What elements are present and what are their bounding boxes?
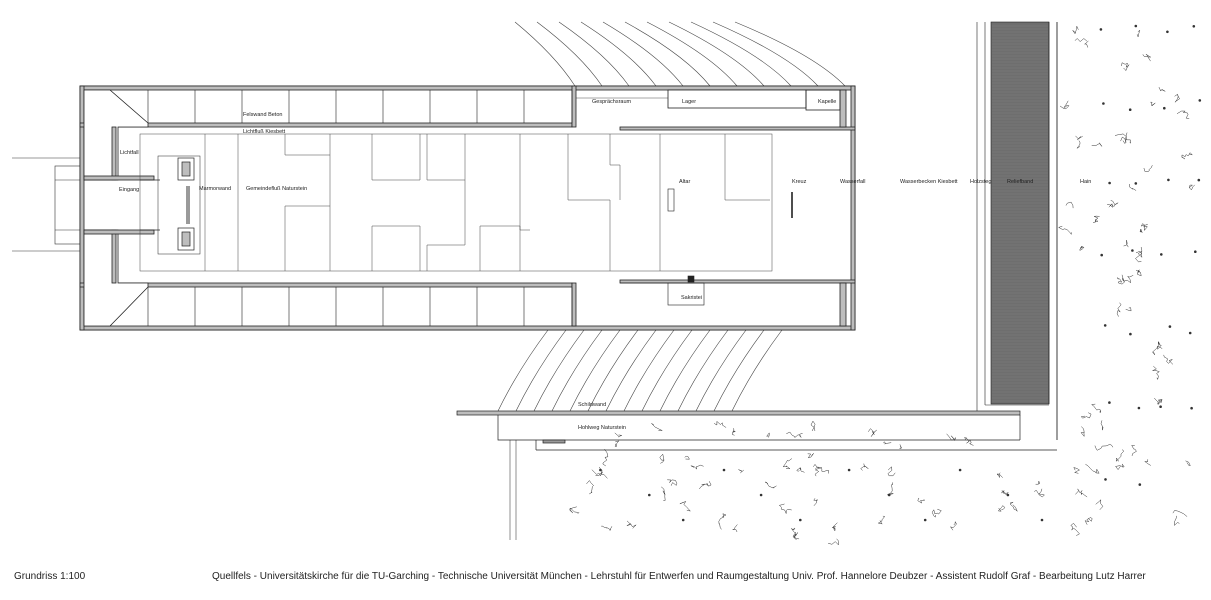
seating-arcs-bottom <box>497 329 783 412</box>
schildwand-hohlweg <box>456 22 1058 540</box>
label-kapelle: Kapelle <box>818 99 836 105</box>
label-gespraechsraum: Gesprächsraum <box>592 99 632 105</box>
footer-credits: Quellfels - Universitätskirche für die T… <box>212 571 1146 582</box>
label-eingang: Eingang <box>119 187 139 193</box>
wall-cells-top <box>147 90 573 123</box>
seating-arcs-top <box>514 21 846 87</box>
label-hain: Hain <box>1080 179 1091 185</box>
water-and-relief <box>976 21 1058 440</box>
landscape-hain-shrubs <box>569 24 1202 546</box>
label-lichtfall: Lichtfall <box>120 150 139 156</box>
label-reliefband: Reliefband <box>1007 179 1033 185</box>
label-marmorwand: Marmorwand <box>199 186 231 192</box>
nave-walls <box>79 85 856 331</box>
nave-floor <box>139 133 773 272</box>
label-lichtfluss: Lichtfluß Kiesbett <box>243 129 286 135</box>
label-hohlweg: Hohlweg Naturstein <box>578 425 626 431</box>
rooms-upper <box>576 89 841 111</box>
entrance-approach <box>12 157 82 252</box>
label-holzsteg: Holzsteg <box>970 179 991 185</box>
label-wasserfall: Wasserfall <box>840 179 865 185</box>
entrance-details <box>140 155 201 255</box>
label-altar: Altar <box>679 179 690 185</box>
label-gemeindefluss: Gemeindefluß Naturstein <box>246 186 307 192</box>
label-schildwand: Schildwand <box>578 402 606 408</box>
altar-and-cross <box>667 188 793 218</box>
footer: Grundriss 1:100 Quellfels - Universitäts… <box>0 571 1211 587</box>
rooms-lower <box>620 275 705 306</box>
label-sakristei: Sakristei <box>681 295 702 301</box>
label-kreuz: Kreuz <box>792 179 807 185</box>
wall-cells-bottom <box>147 287 573 326</box>
label-lager: Lager <box>682 99 696 105</box>
label-wasserbecken: Wasserbecken Kiesbett <box>900 179 958 185</box>
footer-scale-title: Grundriss 1:100 <box>14 571 86 582</box>
label-felswand: Felswand Beton <box>243 112 282 118</box>
